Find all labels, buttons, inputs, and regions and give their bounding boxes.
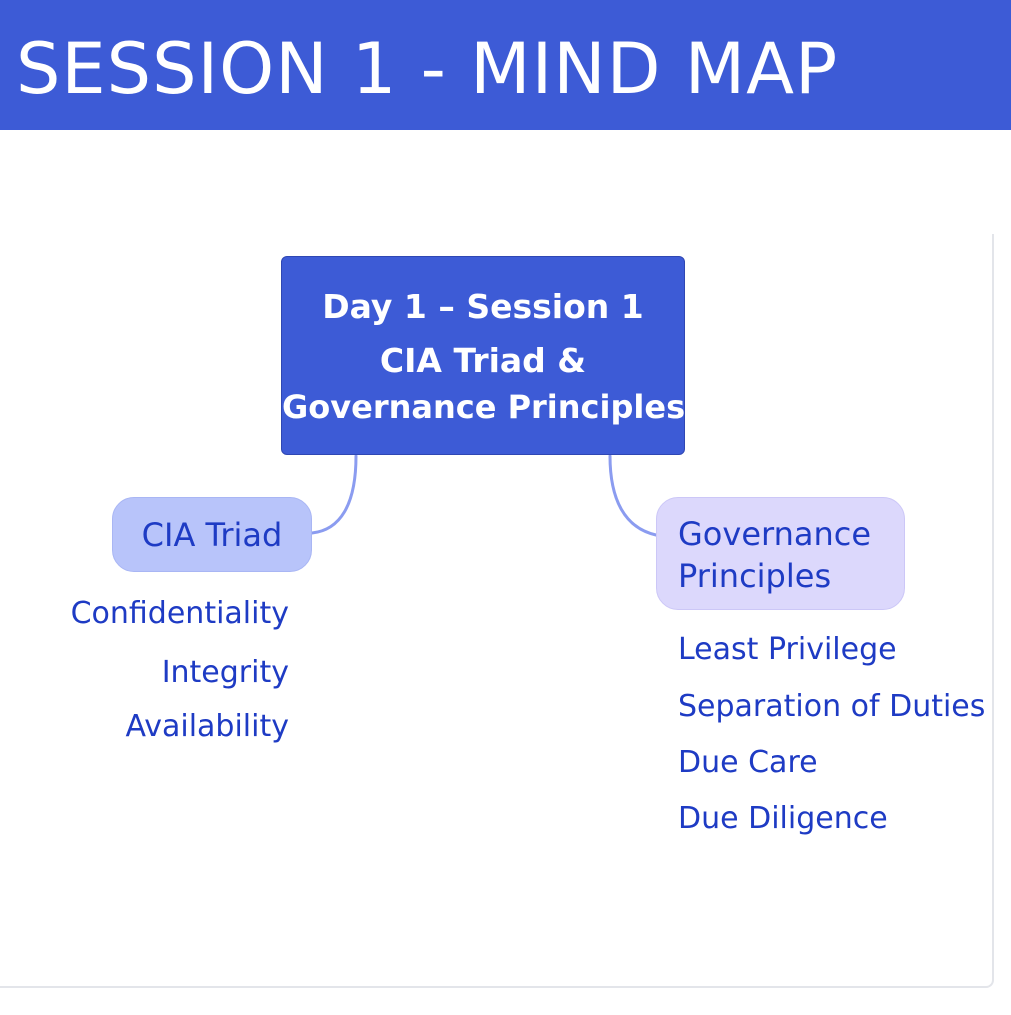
leaf-least-privilege[interactable]: Least Privilege bbox=[678, 632, 897, 667]
leaf-due-diligence[interactable]: Due Diligence bbox=[678, 801, 888, 836]
root-node-title: Day 1 – Session 1 bbox=[322, 287, 644, 326]
leaf-due-care[interactable]: Due Care bbox=[678, 745, 818, 780]
leaf-separation-of-duties[interactable]: Separation of Duties bbox=[678, 689, 986, 724]
title-banner: SESSION 1 - MIND MAP bbox=[0, 0, 1011, 130]
page-title: SESSION 1 - MIND MAP bbox=[16, 28, 839, 110]
mind-map-canvas bbox=[0, 234, 994, 988]
leaf-confidentiality[interactable]: Confidentiality bbox=[70, 596, 289, 631]
branch-label-governance-line1: Governance bbox=[678, 515, 872, 553]
leaf-integrity[interactable]: Integrity bbox=[161, 655, 289, 690]
branch-node-governance-principles[interactable]: Governance Principles bbox=[656, 497, 905, 610]
branch-node-cia-triad[interactable]: CIA Triad bbox=[112, 497, 312, 572]
leaf-availability[interactable]: Availability bbox=[125, 709, 289, 744]
branch-label-governance-line2: Principles bbox=[678, 557, 832, 595]
root-node[interactable]: Day 1 – Session 1 CIA Triad & Governance… bbox=[281, 256, 685, 455]
root-node-subtitle-line1: CIA Triad & bbox=[379, 341, 587, 380]
connector-root-to-cia bbox=[310, 454, 358, 535]
root-node-subtitle-line2: Governance Principles bbox=[282, 388, 686, 426]
connector-root-to-governance bbox=[608, 454, 658, 537]
branch-label-cia-triad: CIA Triad bbox=[141, 516, 283, 554]
